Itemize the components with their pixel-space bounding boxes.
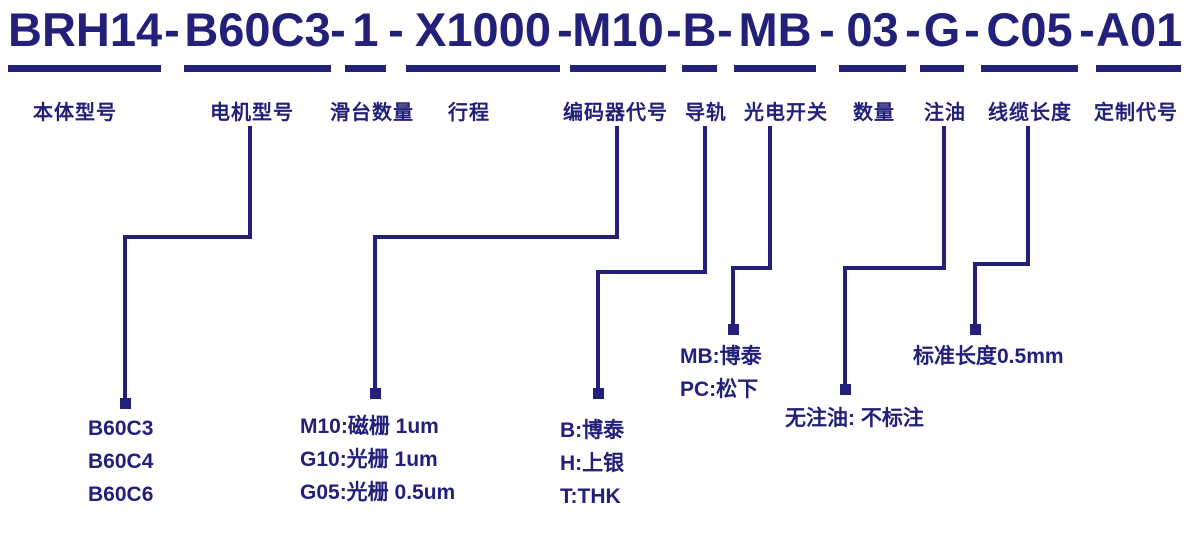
code-separator: - — [164, 3, 180, 56]
field-label-rail: 导轨 — [685, 102, 727, 124]
code-segment-custom: A01 — [1096, 4, 1182, 72]
field-label-encoder: 编码器代号 — [563, 102, 668, 124]
legend-rail: B:博泰 H:上银 T:THK — [560, 414, 624, 513]
legend-oiling: 无注油: 不标注 — [785, 402, 924, 435]
legend-item: M10:磁栅 1um — [300, 415, 439, 438]
connector-motor-end — [120, 398, 131, 409]
legend-item: 无注油: 不标注 — [785, 407, 924, 430]
code-separator: - — [1079, 3, 1095, 56]
legend-item: B60C4 — [88, 450, 154, 473]
legend-item: B60C3 — [88, 417, 154, 440]
code-segment-cable-length: C05 — [981, 4, 1078, 72]
connector-oiling-end — [840, 384, 851, 395]
legend-encoder: M10:磁栅 1um G10:光栅 1um G05:光栅 0.5um — [300, 410, 455, 509]
code-segment-slider-count: 1 — [345, 4, 386, 72]
connector-motor — [123, 126, 252, 402]
code-separator: - — [819, 3, 835, 56]
field-label-motor-model: 电机型号 — [210, 102, 294, 124]
field-label-photo-switch: 光电开关 — [744, 102, 828, 124]
legend-item: H:上银 — [560, 452, 625, 475]
code-separator: - — [905, 3, 921, 56]
field-label-oiling: 注油 — [924, 102, 966, 124]
code-segment-rail: B — [682, 4, 717, 72]
connector-encoder-end — [370, 388, 381, 399]
legend-motor: B60C3 B60C4 B60C6 — [88, 412, 153, 511]
field-label-custom: 定制代号 — [1094, 102, 1178, 124]
field-label-cable-length: 线缆长度 — [988, 102, 1072, 124]
legend-item: G05:光栅 0.5um — [300, 481, 456, 504]
field-label-quantity: 数量 — [853, 102, 895, 124]
code-segment-encoder: M10 — [570, 4, 666, 72]
code-segment-body-model: BRH14 — [8, 4, 162, 72]
legend-item: T:THK — [560, 485, 621, 508]
code-segment-quantity: 03 — [839, 4, 906, 72]
field-label-stroke: 行程 — [448, 102, 490, 124]
legend-cable-length: 标准长度0.5mm — [913, 340, 1064, 373]
legend-item: MB:博泰 — [680, 345, 762, 368]
code-segment-photo-switch: MB — [734, 4, 816, 72]
connector-rail-end — [593, 388, 604, 399]
code-separator: - — [330, 3, 346, 56]
code-segment-motor-model: B60C3 — [184, 4, 331, 72]
legend-item: B:博泰 — [560, 419, 625, 442]
code-separator: - — [717, 3, 733, 56]
legend-photo-switch: MB:博泰 PC:松下 — [680, 340, 762, 406]
connector-encoder — [373, 126, 619, 392]
code-separator: - — [666, 3, 682, 56]
connector-cable — [973, 126, 1030, 328]
connector-photo-switch-end — [728, 324, 739, 335]
code-segment-oiling: G — [920, 4, 964, 72]
code-segment-stroke: X1000 — [406, 4, 560, 72]
legend-item: PC:松下 — [680, 378, 759, 401]
connector-cable-end — [970, 324, 981, 335]
field-label-slider-count: 滑台数量 — [330, 102, 414, 124]
code-separator: - — [388, 3, 404, 56]
code-separator: - — [557, 3, 573, 56]
connector-photo-switch — [731, 126, 772, 328]
legend-item: 标准长度0.5mm — [913, 345, 1064, 368]
code-separator: - — [964, 3, 980, 56]
legend-item: G10:光栅 1um — [300, 448, 438, 471]
field-label-body-model: 本体型号 — [33, 102, 117, 124]
legend-item: B60C6 — [88, 483, 154, 506]
